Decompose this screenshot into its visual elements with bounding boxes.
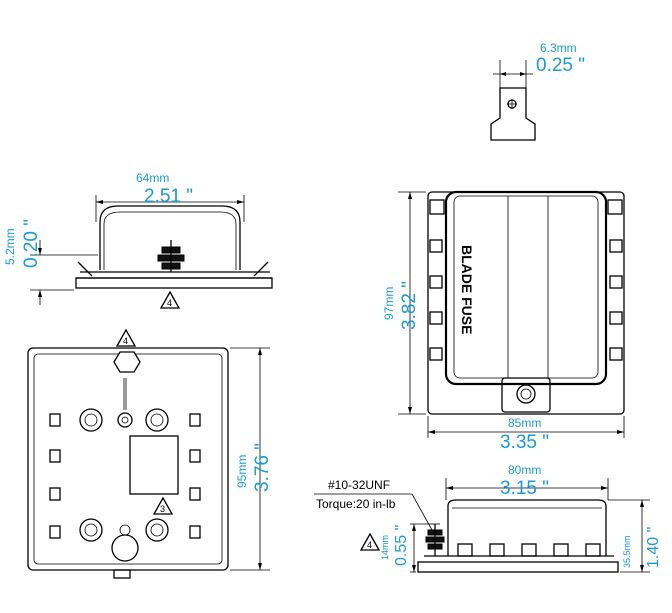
front-view <box>314 478 650 573</box>
terminal-detail <box>490 60 536 141</box>
top-height-in: 3.82 " <box>399 281 420 330</box>
thread-callout: #10-32UNF <box>328 478 390 492</box>
terminal-width-in: 0.25 " <box>536 55 585 76</box>
front-height-in: 1.40 " <box>645 527 662 568</box>
bottom-view <box>27 328 270 579</box>
top-width-in: 3.35 " <box>500 432 549 453</box>
note-3: 3 <box>160 504 165 514</box>
side-width-mm: 64mm <box>136 171 169 185</box>
front-terminals <box>457 543 601 557</box>
product-label: BLADE FUSE <box>459 245 475 334</box>
note-4-side: 4 <box>167 298 172 308</box>
stud-height-mm: 14mm <box>380 535 390 560</box>
side-view <box>30 195 273 309</box>
note-4-bottom: 4 <box>123 336 128 346</box>
front-width-in: 3.15 " <box>500 478 549 499</box>
bottom-height-mm: 95mm <box>235 455 249 488</box>
front-width-mm: 80mm <box>508 463 541 477</box>
top-view <box>398 190 625 438</box>
torque-callout: Torque:20 in-lb <box>316 497 396 511</box>
note-4-front: 4 <box>367 540 372 550</box>
bottom-height-in: 3.76 " <box>252 443 273 492</box>
side-height-mm: 5.2mm <box>3 228 17 265</box>
top-height-mm: 97mm <box>382 287 396 320</box>
top-width-mm: 85mm <box>508 416 541 430</box>
terminal-width-mm: 6.3mm <box>540 41 577 55</box>
front-height-mm: 35.5mm <box>622 535 632 568</box>
stud-height-in: 0.55 " <box>393 525 410 566</box>
side-width-in: 2.51 " <box>144 186 193 207</box>
side-height-in: 0.20 " <box>21 219 42 268</box>
